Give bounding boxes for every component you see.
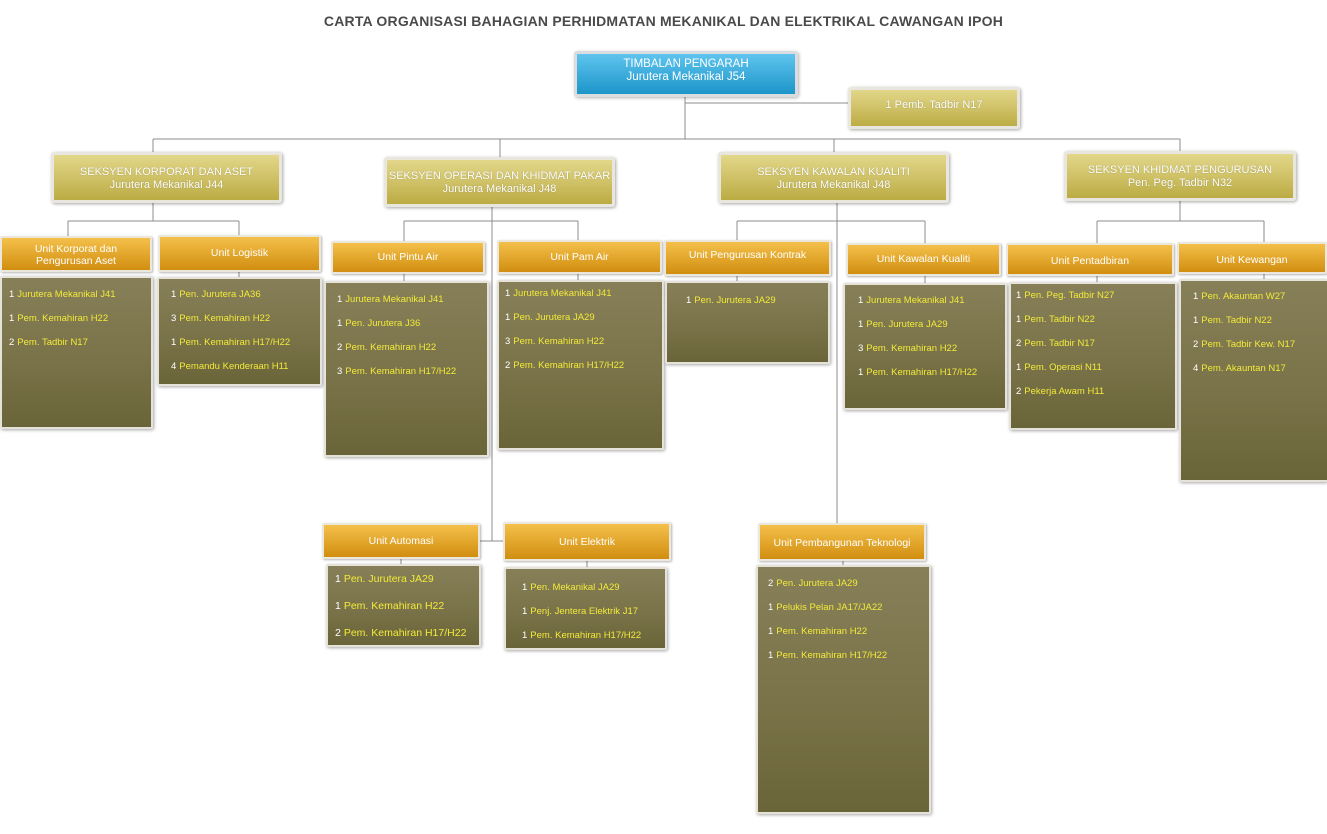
unit-label: Unit Logistik <box>210 247 269 259</box>
section-title: SEKSYEN KHIDMAT PENGURUSAN <box>1087 164 1273 176</box>
section-title: SEKSYEN KAWALAN KUALITI <box>757 166 910 178</box>
unit-elektrik-label: Unit Elektrik <box>503 522 671 561</box>
unit-label: Unit Pintu Air <box>377 251 439 263</box>
head-grade: Jurutera Mekanikal J54 <box>626 71 746 83</box>
unit-pam-air-label: Unit Pam Air <box>497 240 662 274</box>
unit-label: Unit Elektrik <box>558 536 615 548</box>
section-kawalan: SEKSYEN KAWALAN KUALITI Jurutera Mekanik… <box>718 152 949 203</box>
section-khidmat: SEKSYEN KHIDMAT PENGURUSAN Pen. Peg. Tad… <box>1064 151 1296 201</box>
unit-label-line: Pengurusan Aset <box>36 255 116 267</box>
section-head: Jurutera Mekanikal J48 <box>776 179 891 191</box>
section-operasi: SEKSYEN OPERASI DAN KHIDMAT PAKAR Jurute… <box>384 157 615 207</box>
unit-label: Unit Kewangan <box>1216 254 1288 266</box>
unit-pintu-air-label: Unit Pintu Air <box>331 241 485 274</box>
assistant-box: 1 Pemb. Tadbir N17 <box>848 87 1020 129</box>
head-box: TIMBALAN PENGARAH Jurutera Mekanikal J54 <box>574 51 798 97</box>
unit-kawalan-label: Unit Kawalan Kualiti <box>846 243 1001 276</box>
section-head: Jurutera Mekanikal J48 <box>442 183 557 195</box>
unit-korporat-label: Unit Korporat dan Pengurusan Aset <box>0 236 152 272</box>
unit-kontrak-label: Unit Pengurusan Kontrak <box>664 240 831 276</box>
unit-automasi-label: Unit Automasi <box>322 523 480 559</box>
unit-label: Unit Automasi <box>368 535 434 547</box>
unit-label: Unit Pengurusan Kontrak <box>688 249 807 261</box>
unit-label: Unit Pentadbiran <box>1050 255 1130 267</box>
section-head: Pen. Peg. Tadbir N32 <box>1127 177 1233 189</box>
unit-pentadbiran-label: Unit Pentadbiran <box>1006 243 1174 276</box>
section-korporat: SEKSYEN KORPORAT DAN ASET Jurutera Mekan… <box>51 152 282 203</box>
unit-logistik-label: Unit Logistik <box>158 235 321 272</box>
unit-kewangan-label: Unit Kewangan <box>1177 242 1327 274</box>
unit-label-line: Unit Korporat dan <box>34 243 118 255</box>
unit-label: Unit Pam Air <box>550 251 609 263</box>
unit-label: Unit Pembangunan Teknologi <box>773 537 911 549</box>
section-title: SEKSYEN KORPORAT DAN ASET <box>79 166 254 178</box>
section-head: Jurutera Mekanikal J44 <box>109 179 224 191</box>
chart-title: CARTA ORGANISASI BAHAGIAN PERHIDMATAN ME… <box>323 13 1004 29</box>
head-title: TIMBALAN PENGARAH <box>623 58 749 70</box>
unit-teknologi-label: Unit Pembangunan Teknologi <box>758 523 926 561</box>
section-title: SEKSYEN OPERASI DAN KHIDMAT PAKAR <box>388 170 611 182</box>
unit-label: Unit Kawalan Kualiti <box>876 253 971 265</box>
assistant-label: 1 Pemb. Tadbir N17 <box>885 99 983 111</box>
